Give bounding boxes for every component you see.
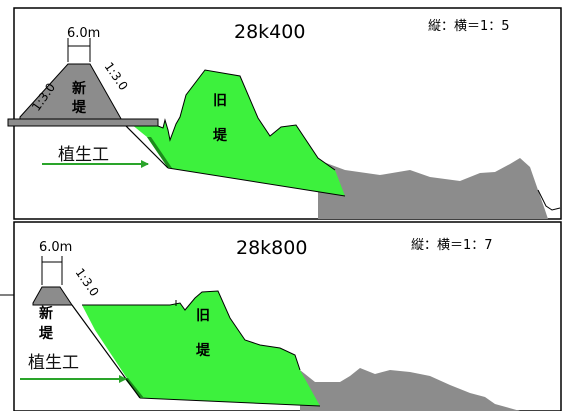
top-panel: 6.0m 1:3.0 1:3.0 新 堤 旧 堤 28k400 縦：横＝1：5 … [7, 7, 562, 220]
top-scale-label: 縦：横＝1：5 [428, 19, 510, 34]
top-cut-base [167, 167, 346, 197]
bottom-new-levee [32, 286, 73, 306]
bottom-old-levee-label-2: 堤 [196, 343, 211, 359]
bottom-new-levee-label-1: 新 [39, 305, 53, 322]
top-ground-line [537, 189, 561, 211]
top-new-levee-label-2: 堤 [72, 100, 87, 116]
bottom-slope-line [71, 304, 141, 399]
bottom-old-levee-outline [82, 290, 301, 371]
top-old-levee-outline [130, 69, 336, 171]
top-old-levee-label-2: 堤 [213, 128, 228, 144]
top-slope-line [123, 123, 169, 169]
top-crest-width: 6.0m [67, 26, 100, 41]
bottom-scale-label: 縦：横＝1：7 [411, 238, 493, 253]
top-vegetation-slope [147, 137, 172, 168]
bottom-old-levee-label-1: 旧 [196, 308, 210, 324]
top-section-label: 28k400 [234, 21, 305, 43]
top-panel-frame [13, 7, 562, 220]
bottom-vegetation-label: 植生工 [28, 353, 79, 373]
bottom-panel: 6.0m 1:3.0 新 堤 旧 堤 28k800 縦：横＝1：7 植生工 [0, 221, 562, 412]
top-vegetation-label: 植生工 [58, 145, 109, 165]
top-new-levee-label-1: 新 [72, 80, 86, 97]
top-ground [318, 158, 548, 219]
bottom-new-levee-label-2: 堤 [39, 326, 54, 342]
top-old-levee-label-1: 旧 [213, 93, 227, 109]
bottom-section-label: 28k800 [236, 237, 307, 259]
bottom-ground [300, 368, 520, 411]
bottom-cut-base [139, 397, 321, 407]
bottom-slope-right: 1:3.0 [73, 266, 102, 299]
top-old-levee [131, 70, 345, 196]
bottom-old-levee [82, 291, 320, 406]
top-slope-right: 1:3.0 [102, 60, 131, 93]
bottom-crest-width: 6.0m [39, 240, 72, 255]
top-berm [7, 118, 159, 127]
